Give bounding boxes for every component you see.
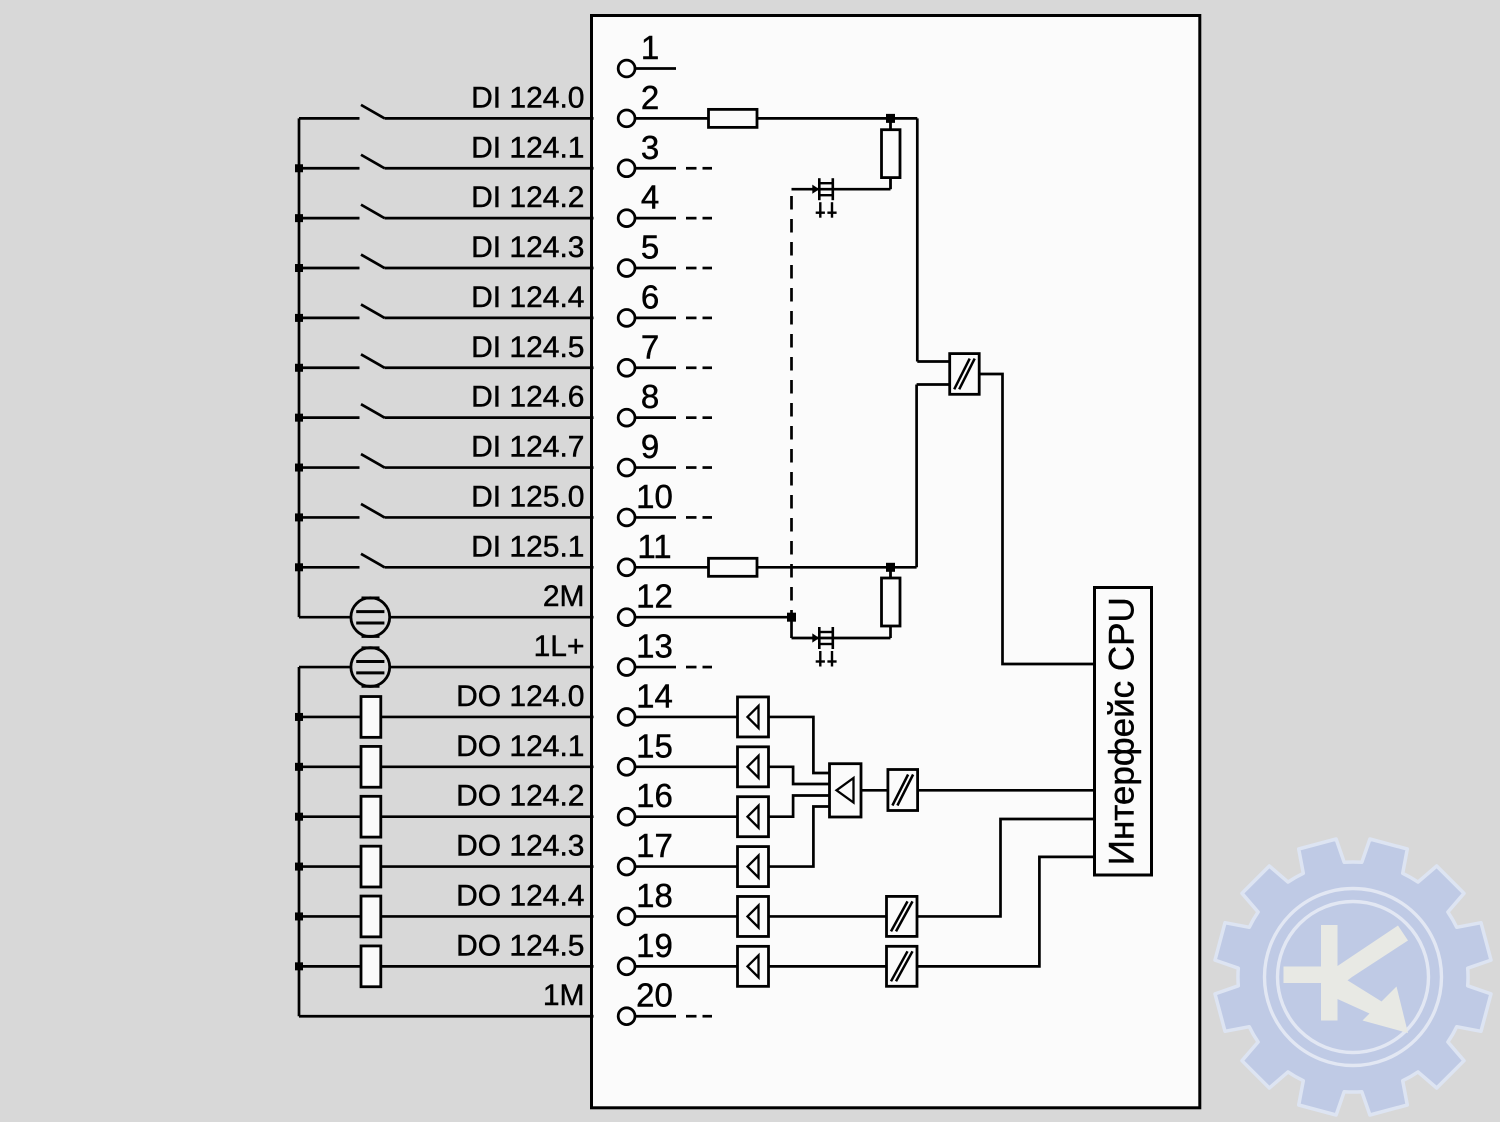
svg-text:DI 124.2: DI 124.2	[471, 181, 584, 214]
svg-text:DI 124.3: DI 124.3	[471, 231, 584, 264]
svg-text:18: 18	[636, 877, 673, 914]
svg-text:DI 124.4: DI 124.4	[471, 281, 584, 314]
svg-text:15: 15	[636, 727, 673, 764]
svg-text:4: 4	[641, 179, 659, 216]
svg-text:DI 124.0: DI 124.0	[471, 81, 584, 114]
svg-text:20: 20	[636, 977, 673, 1014]
svg-text:DO 124.0: DO 124.0	[456, 680, 584, 713]
svg-text:1L+: 1L+	[534, 630, 585, 663]
svg-text:7: 7	[641, 328, 659, 365]
svg-text:DO 124.4: DO 124.4	[456, 879, 584, 912]
svg-text:1M: 1M	[543, 979, 585, 1012]
svg-text:17: 17	[636, 827, 673, 864]
svg-text:1: 1	[641, 29, 659, 66]
svg-text:11: 11	[637, 528, 671, 565]
svg-text:13: 13	[636, 628, 673, 665]
svg-text:10: 10	[636, 478, 673, 515]
svg-text:12: 12	[636, 578, 673, 615]
svg-text:2: 2	[641, 79, 659, 116]
svg-text:DO 124.3: DO 124.3	[456, 830, 584, 863]
svg-text:5: 5	[641, 229, 659, 266]
svg-text:DI 124.5: DI 124.5	[471, 331, 584, 364]
svg-text:DI 125.0: DI 125.0	[471, 480, 584, 513]
svg-text:Интерфейс CPU: Интерфейс CPU	[1103, 597, 1142, 865]
svg-text:9: 9	[641, 428, 659, 465]
svg-text:19: 19	[636, 927, 673, 964]
svg-text:14: 14	[636, 677, 673, 714]
svg-text:DI 124.6: DI 124.6	[471, 381, 584, 414]
svg-text:2M: 2M	[543, 580, 585, 613]
svg-text:DI 125.1: DI 125.1	[471, 530, 584, 563]
svg-text:DI 124.7: DI 124.7	[471, 431, 584, 464]
svg-text:3: 3	[641, 129, 659, 166]
svg-text:DO 124.2: DO 124.2	[456, 780, 584, 813]
svg-text:8: 8	[641, 378, 659, 415]
svg-text:DI 124.1: DI 124.1	[471, 131, 584, 164]
svg-text:6: 6	[641, 278, 659, 315]
svg-text:16: 16	[636, 777, 673, 814]
svg-text:DO 124.1: DO 124.1	[456, 730, 584, 763]
svg-text:DO 124.5: DO 124.5	[456, 929, 584, 962]
